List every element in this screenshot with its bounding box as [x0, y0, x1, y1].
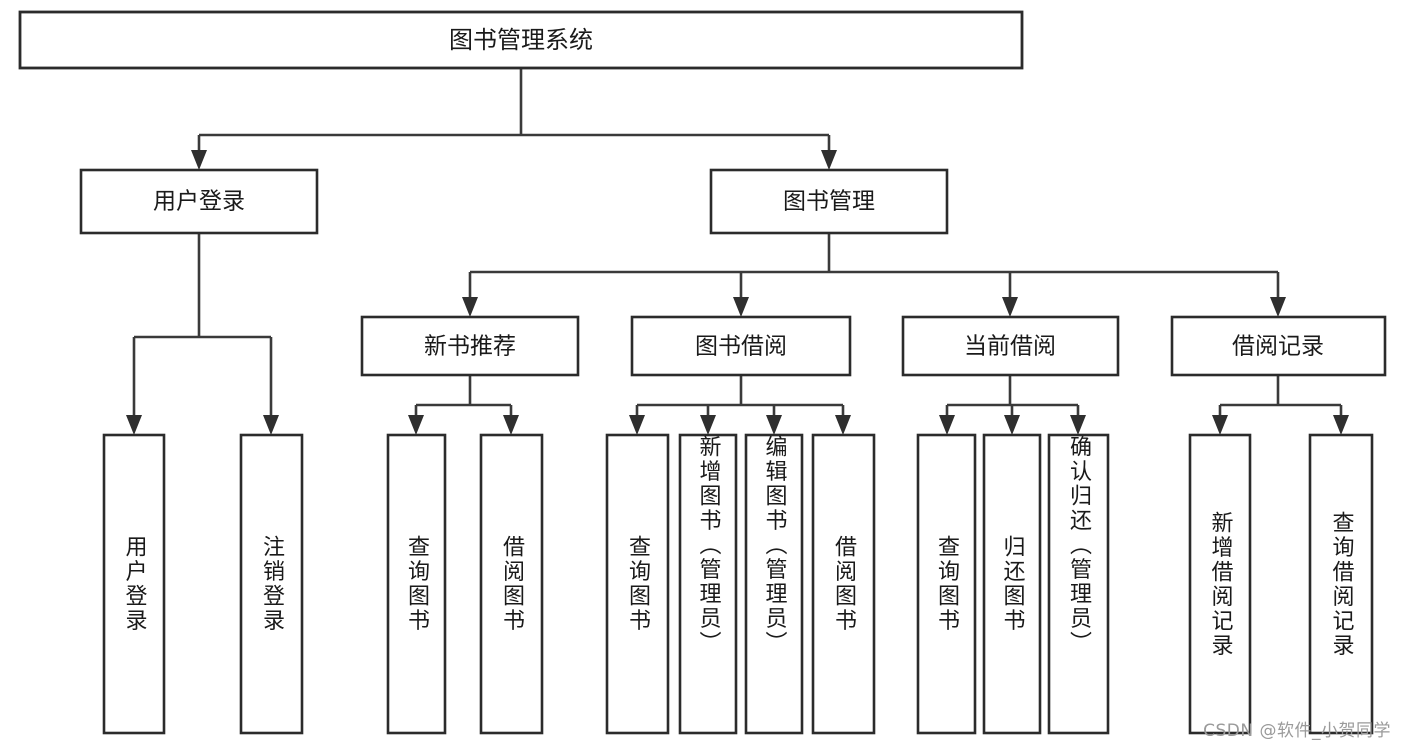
- arrow-head-icon: [126, 415, 142, 435]
- leaf-box-query-book-b[interactable]: [605, 433, 670, 735]
- leaf-box-query-book-c[interactable]: [916, 433, 977, 735]
- arrow-head-icon: [191, 150, 207, 170]
- arrow-head-icon: [408, 415, 424, 435]
- node-label-user-login: 用户登录: [153, 189, 245, 215]
- arrow-head-icon: [1002, 297, 1018, 317]
- leaf-box-borrow-book-b[interactable]: [811, 433, 876, 735]
- arrow-head-icon: [1270, 297, 1286, 317]
- arrow-head-icon: [733, 297, 749, 317]
- leaf-box-user-login[interactable]: [102, 433, 166, 735]
- node-layer: 图书管理系统 用户登录 图书管理 新书推荐 图书借阅 当前借阅 借阅记录: [18, 10, 1387, 735]
- leaf-box-return-book[interactable]: [982, 433, 1042, 735]
- node-label-borrow-record: 借阅记录: [1232, 334, 1324, 360]
- leaf-box-query-record[interactable]: [1308, 433, 1374, 735]
- node-box-book-borrow[interactable]: [630, 315, 852, 377]
- arrow-head-icon: [263, 415, 279, 435]
- leaf-box-borrow-book-new[interactable]: [479, 433, 544, 735]
- leaf-box-edit-book-admin[interactable]: [744, 433, 804, 735]
- leaf-box-query-book-new[interactable]: [386, 433, 447, 735]
- node-label-root: 图书管理系统: [449, 26, 593, 54]
- arrow-head-icon: [1070, 415, 1086, 435]
- leaf-box-confirm-return[interactable]: [1047, 433, 1110, 735]
- node-box-new-book-rec[interactable]: [360, 315, 580, 377]
- arrow-head-icon: [766, 415, 782, 435]
- node-box-current-borrow[interactable]: [901, 315, 1120, 377]
- leaf-box-add-record[interactable]: [1188, 433, 1252, 735]
- arrow-head-icon: [939, 415, 955, 435]
- node-box-book-manage[interactable]: [709, 168, 949, 235]
- node-box-borrow-record[interactable]: [1170, 315, 1387, 377]
- connector-layer: [126, 68, 1349, 435]
- arrow-head-icon: [1004, 415, 1020, 435]
- node-label-new-book-rec: 新书推荐: [424, 334, 516, 360]
- arrow-head-icon: [700, 415, 716, 435]
- watermark-text: CSDN @软件_小贺同学: [1203, 721, 1391, 741]
- arrow-head-icon: [835, 415, 851, 435]
- node-label-book-manage: 图书管理: [783, 189, 875, 215]
- arrow-head-icon: [1212, 415, 1228, 435]
- arrow-head-icon: [462, 297, 478, 317]
- leaf-box-user-logout[interactable]: [239, 433, 304, 735]
- arrow-head-icon: [503, 415, 519, 435]
- arrow-head-icon: [821, 150, 837, 170]
- node-box-user-login[interactable]: [79, 168, 319, 235]
- node-label-book-borrow: 图书借阅: [695, 334, 787, 360]
- arrow-head-icon: [629, 415, 645, 435]
- node-label-current-borrow: 当前借阅: [964, 334, 1056, 360]
- node-box-root[interactable]: [18, 10, 1024, 70]
- arrow-head-icon: [1333, 415, 1349, 435]
- leaf-box-add-book-admin[interactable]: [678, 433, 738, 735]
